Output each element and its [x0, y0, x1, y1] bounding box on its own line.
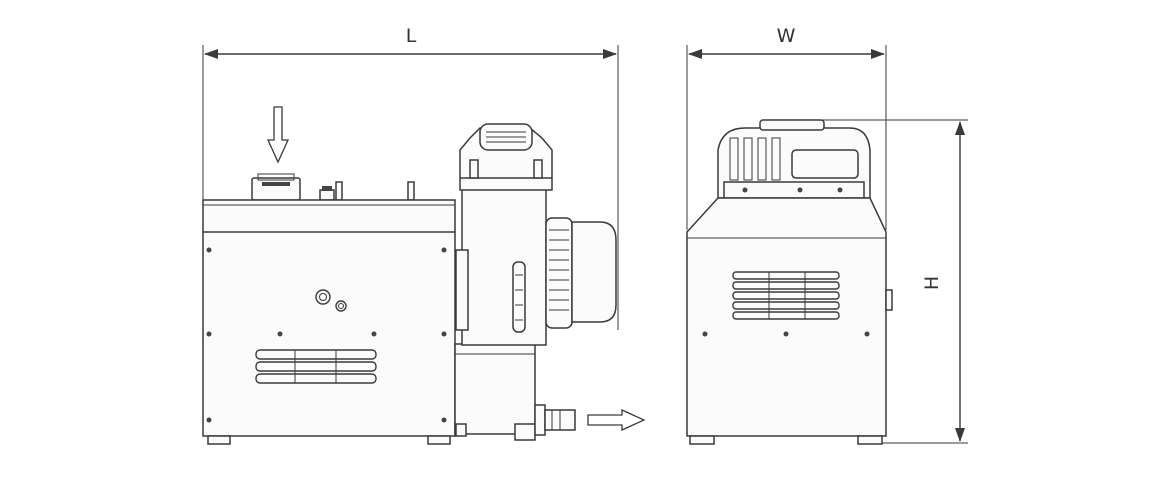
side-vent-grille [255, 349, 377, 384]
fan-cover-icon [486, 131, 526, 143]
motor-top [717, 119, 871, 199]
side-view: L [202, 25, 646, 445]
width-dimension: W [686, 25, 887, 230]
length-dimension: L [202, 25, 619, 330]
fill-cap [251, 173, 301, 201]
motor-housing [455, 123, 553, 346]
electric-motor [545, 217, 617, 329]
width-label: W [777, 25, 796, 47]
outlet-arrow-icon [587, 408, 646, 432]
pump-block [454, 343, 536, 441]
front-vent-grille [732, 271, 840, 320]
front-tank-body [686, 197, 893, 445]
tank-body [202, 199, 456, 445]
front-view: W H [686, 25, 968, 445]
inlet-arrow-icon [266, 106, 290, 164]
motor-top-ribs [729, 137, 781, 181]
motor-fins [549, 229, 569, 311]
height-label: H [921, 276, 943, 290]
top-fittings [319, 181, 415, 201]
outlet-fitting [534, 404, 576, 436]
height-dimension: H [770, 119, 968, 444]
length-label: L [406, 25, 417, 47]
